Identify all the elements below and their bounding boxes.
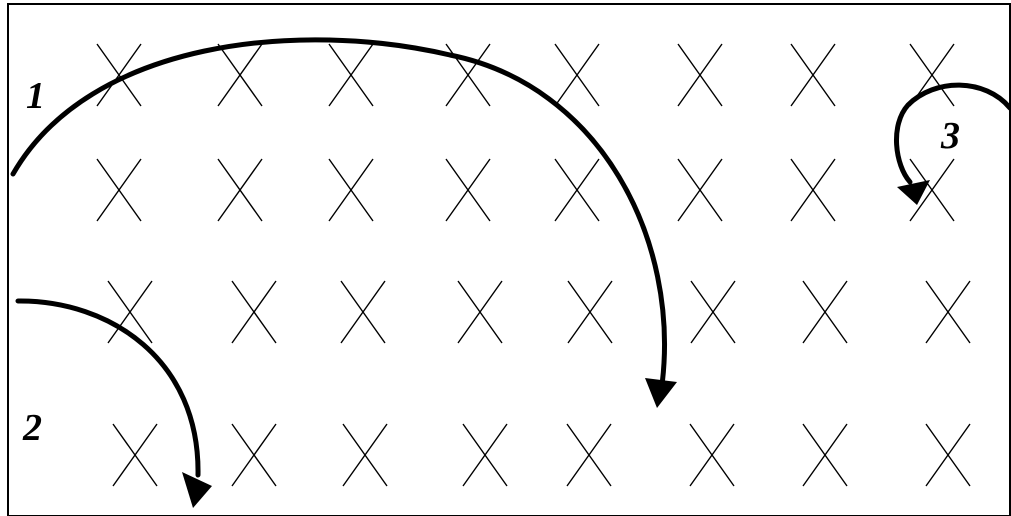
- field-cross: [112, 423, 158, 487]
- trajectory-3-arrowhead: [897, 180, 930, 205]
- field-cross: [790, 43, 836, 107]
- trajectory-1: [10, 37, 677, 408]
- field-cross: [445, 158, 491, 222]
- field-cross: [925, 280, 971, 344]
- field-cross: [96, 158, 142, 222]
- trajectory-3-label: 3: [940, 115, 960, 157]
- field-cross: [340, 280, 386, 344]
- field-cross: [328, 158, 374, 222]
- field-cross: [457, 280, 503, 344]
- field-cross: [217, 158, 263, 222]
- field-cross: [231, 423, 277, 487]
- field-cross: [96, 43, 142, 107]
- field-cross: [566, 423, 612, 487]
- trajectory-2-label: 2: [22, 407, 42, 449]
- trajectory-2: [15, 298, 212, 508]
- trajectory-3: [894, 82, 1011, 205]
- field-cross: [802, 280, 848, 344]
- field-cross: [554, 158, 600, 222]
- field-cross: [567, 280, 613, 344]
- field-cross: [790, 158, 836, 222]
- field-cross: [554, 43, 600, 107]
- diagram-frame: [7, 3, 1011, 516]
- field-cross: [107, 280, 153, 344]
- field-cross: [462, 423, 508, 487]
- field-cross: [677, 43, 723, 107]
- trajectory-2-arrowhead: [182, 472, 212, 508]
- trajectory-2-arc: [15, 298, 201, 478]
- trajectory-1-arrowhead: [645, 378, 677, 408]
- field-cross: [231, 280, 277, 344]
- field-cross-grid: [96, 43, 971, 487]
- field-cross: [925, 423, 971, 487]
- trajectory-3-arc: [894, 82, 1011, 185]
- field-cross: [689, 423, 735, 487]
- field-cross: [342, 423, 388, 487]
- field-cross: [677, 158, 723, 222]
- trajectory-1-arc: [10, 37, 667, 388]
- field-cross: [328, 43, 374, 107]
- field-cross: [690, 280, 736, 344]
- trajectory-1-label: 1: [26, 75, 45, 117]
- field-cross: [802, 423, 848, 487]
- field-cross: [909, 158, 955, 222]
- field-cross: [217, 43, 263, 107]
